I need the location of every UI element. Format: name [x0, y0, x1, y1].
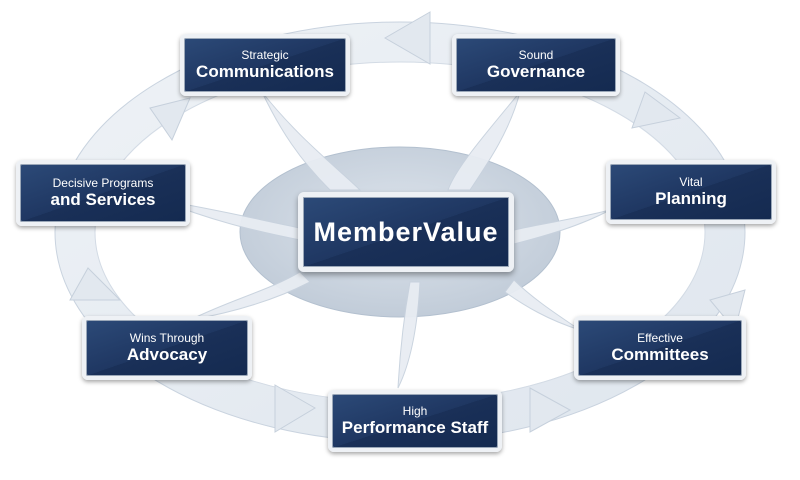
arrow-icon — [69, 267, 122, 301]
node-vital-planning: Vital Planning — [606, 160, 776, 224]
node-line2: Planning — [655, 189, 727, 209]
node-line1: Wins Through — [129, 330, 205, 345]
arrow-icon — [529, 387, 572, 433]
arrow-icon — [384, 11, 431, 65]
node-line2: Governance — [486, 62, 586, 82]
connector — [447, 91, 521, 191]
connector — [261, 91, 362, 191]
arrow-icon — [149, 97, 191, 142]
node-high-performance-staff: High Performance Staff — [328, 390, 502, 452]
connector — [189, 271, 311, 321]
node-line1: Sound — [518, 47, 554, 62]
connector — [397, 281, 421, 389]
node-line2: Advocacy — [126, 345, 208, 365]
node-decisive-programs-services: Decisive Programs and Services — [16, 160, 190, 226]
node-sound-governance: Sound Governance — [452, 34, 620, 96]
node-line1: Effective — [637, 330, 683, 345]
center-label: MemberValue — [313, 216, 499, 247]
node-line2: Communications — [196, 62, 334, 82]
node-line2: Committees — [611, 345, 709, 365]
node-line2: and Services — [50, 190, 156, 210]
node-line1: Strategic — [241, 47, 289, 62]
node-effective-committees: Effective Committees — [574, 316, 746, 380]
node-line1: Decisive Programs — [52, 175, 154, 190]
node-line2: Performance Staff — [341, 418, 489, 438]
node-strategic-communications: Strategic Communications — [180, 34, 350, 96]
node-line1: High — [402, 403, 428, 418]
connector — [513, 209, 611, 245]
node-line1: Vital — [679, 174, 703, 189]
arrow-icon — [631, 91, 682, 129]
center-member-value: MemberValue — [298, 192, 514, 272]
connector — [504, 279, 581, 331]
arrow-icon — [274, 384, 316, 433]
node-wins-through-advocacy: Wins Through Advocacy — [82, 316, 252, 380]
